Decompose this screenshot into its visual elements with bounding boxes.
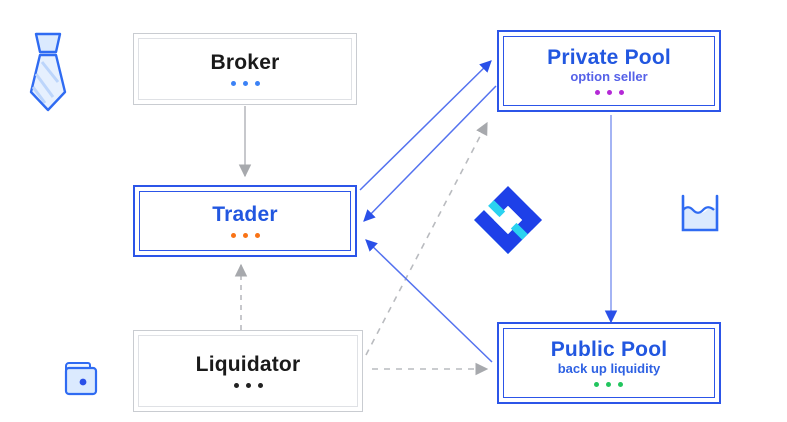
- node-private-pool[interactable]: Private Pool option seller: [497, 30, 721, 112]
- node-trader-dots: [230, 233, 260, 239]
- liquidity-tank-icon: [676, 192, 724, 236]
- node-private-pool-title: Private Pool: [547, 45, 671, 69]
- node-liquidator[interactable]: Liquidator: [133, 330, 363, 412]
- node-trader-title: Trader: [212, 202, 278, 226]
- node-trader[interactable]: Trader: [133, 185, 357, 257]
- node-broker[interactable]: Broker: [133, 33, 357, 105]
- brand-logo-icon: [470, 180, 546, 260]
- wallet-icon: [62, 358, 104, 400]
- node-private-pool-subtitle: option seller: [570, 68, 648, 84]
- node-private-pool-dots: [594, 90, 624, 96]
- node-public-pool-subtitle: back up liquidity: [557, 360, 661, 376]
- edge-liquidator-to-private-pool: [365, 121, 488, 356]
- node-liquidator-dots: [233, 383, 263, 389]
- necktie-icon: [22, 30, 74, 114]
- edge-trader-to-private-pool: [359, 60, 492, 191]
- node-public-pool[interactable]: Public Pool back up liquidity: [497, 322, 721, 404]
- node-broker-title: Broker: [210, 50, 280, 74]
- node-public-pool-dots: [594, 382, 624, 388]
- node-broker-dots: [230, 81, 260, 87]
- node-liquidator-title: Liquidator: [195, 352, 301, 376]
- node-public-pool-title: Public Pool: [550, 337, 668, 361]
